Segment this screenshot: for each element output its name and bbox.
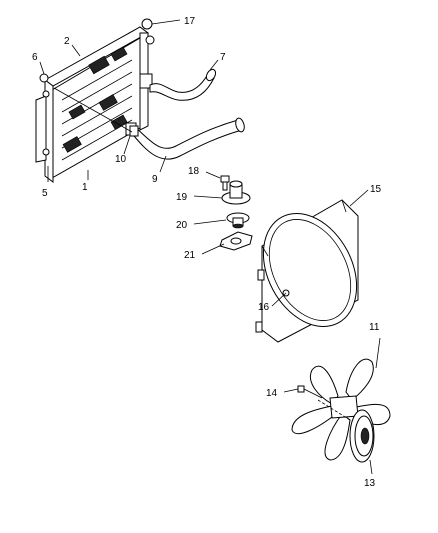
- callout-5: 5: [42, 188, 48, 199]
- thermostat: [226, 212, 250, 229]
- callout-1: 1: [82, 182, 88, 193]
- leader-lines: [39, 19, 381, 475]
- thermostat-housing-bolt: [220, 175, 230, 191]
- callout-15: 15: [370, 184, 382, 195]
- upper-hose: [149, 68, 217, 101]
- callout-2: 2: [64, 36, 70, 47]
- callout-18: 18: [188, 166, 200, 177]
- cooling-fan: [291, 358, 391, 461]
- callout-19: 19: [176, 192, 188, 203]
- callout-6: 6: [32, 52, 38, 63]
- callout-17: 17: [184, 16, 196, 27]
- callout-11: 11: [369, 322, 380, 333]
- radiator: [35, 18, 155, 183]
- callout-labels: 1 2 5 6 7 9 10 11 13 14 15 16 17 18 19 2…: [32, 16, 382, 489]
- callout-10: 10: [115, 154, 127, 165]
- thermostat-housing: [221, 180, 251, 205]
- radiator-fin-blocks: [62, 46, 128, 153]
- callout-7: 7: [220, 52, 226, 63]
- callout-16: 16: [258, 302, 270, 313]
- callout-9: 9: [152, 174, 158, 185]
- fan-clutch: [349, 409, 375, 463]
- callout-13: 13: [364, 478, 376, 489]
- callout-21: 21: [184, 250, 196, 261]
- thermostat-gasket: [219, 231, 253, 251]
- callout-20: 20: [176, 220, 188, 231]
- fan-shroud: [255, 199, 359, 343]
- callout-14: 14: [266, 388, 278, 399]
